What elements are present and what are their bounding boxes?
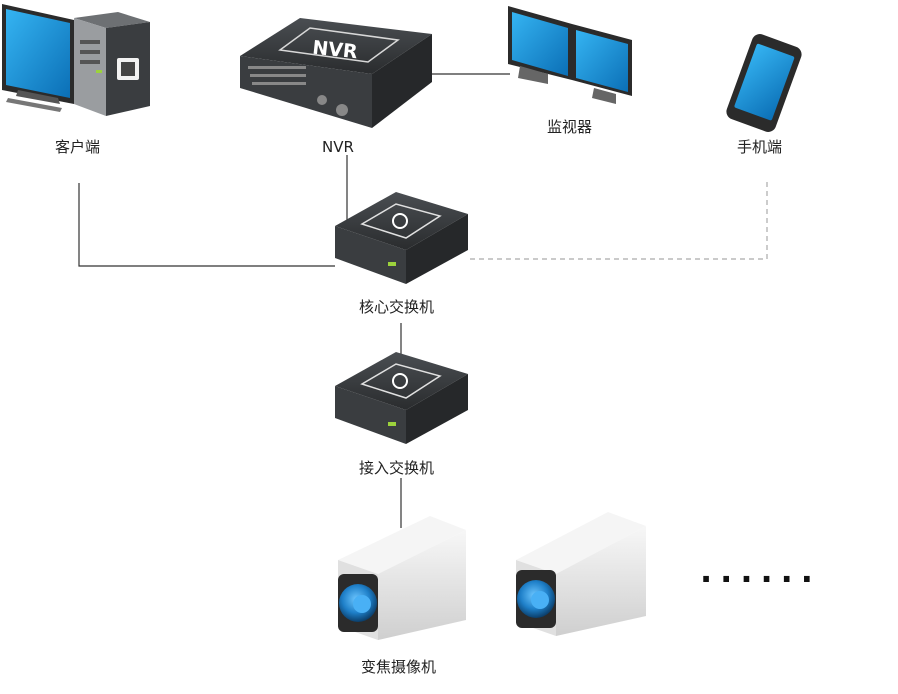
access-switch-icon	[335, 352, 468, 444]
camera-label: 变焦摄像机	[361, 658, 437, 676]
nvr-label: NVR	[322, 138, 354, 156]
link-phone-core	[468, 182, 768, 260]
core-switch-icon	[335, 192, 468, 284]
monitor-icon	[508, 6, 632, 104]
monitor-label: 监视器	[547, 118, 593, 136]
phone-label: 手机端	[737, 138, 783, 156]
link-client-core	[78, 183, 335, 267]
camera-icon	[516, 512, 646, 636]
client-pc-icon	[2, 4, 150, 116]
core-switch-label: 核心交换机	[359, 298, 435, 316]
connections	[78, 73, 768, 528]
more-cameras-indicator: ......	[700, 552, 821, 590]
client-label: 客户端	[55, 138, 101, 156]
nvr-badge-text: NVR	[311, 37, 359, 64]
phone-icon	[726, 34, 802, 132]
access-switch-label: 接入交换机	[359, 459, 435, 477]
camera-icon	[338, 516, 466, 640]
nvr-icon: NVR	[240, 18, 432, 128]
